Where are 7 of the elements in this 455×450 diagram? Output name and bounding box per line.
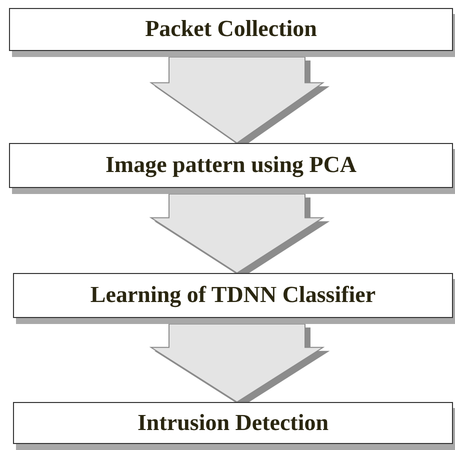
block-arrow bbox=[149, 56, 325, 144]
block-arrow bbox=[149, 324, 325, 403]
block-arrow bbox=[149, 194, 325, 274]
step-label: Packet Collection bbox=[145, 15, 317, 44]
step-label: Learning of TDNN Classifier bbox=[90, 281, 376, 310]
step-label: Intrusion Detection bbox=[137, 408, 329, 437]
step-label: Image pattern using PCA bbox=[105, 151, 357, 180]
